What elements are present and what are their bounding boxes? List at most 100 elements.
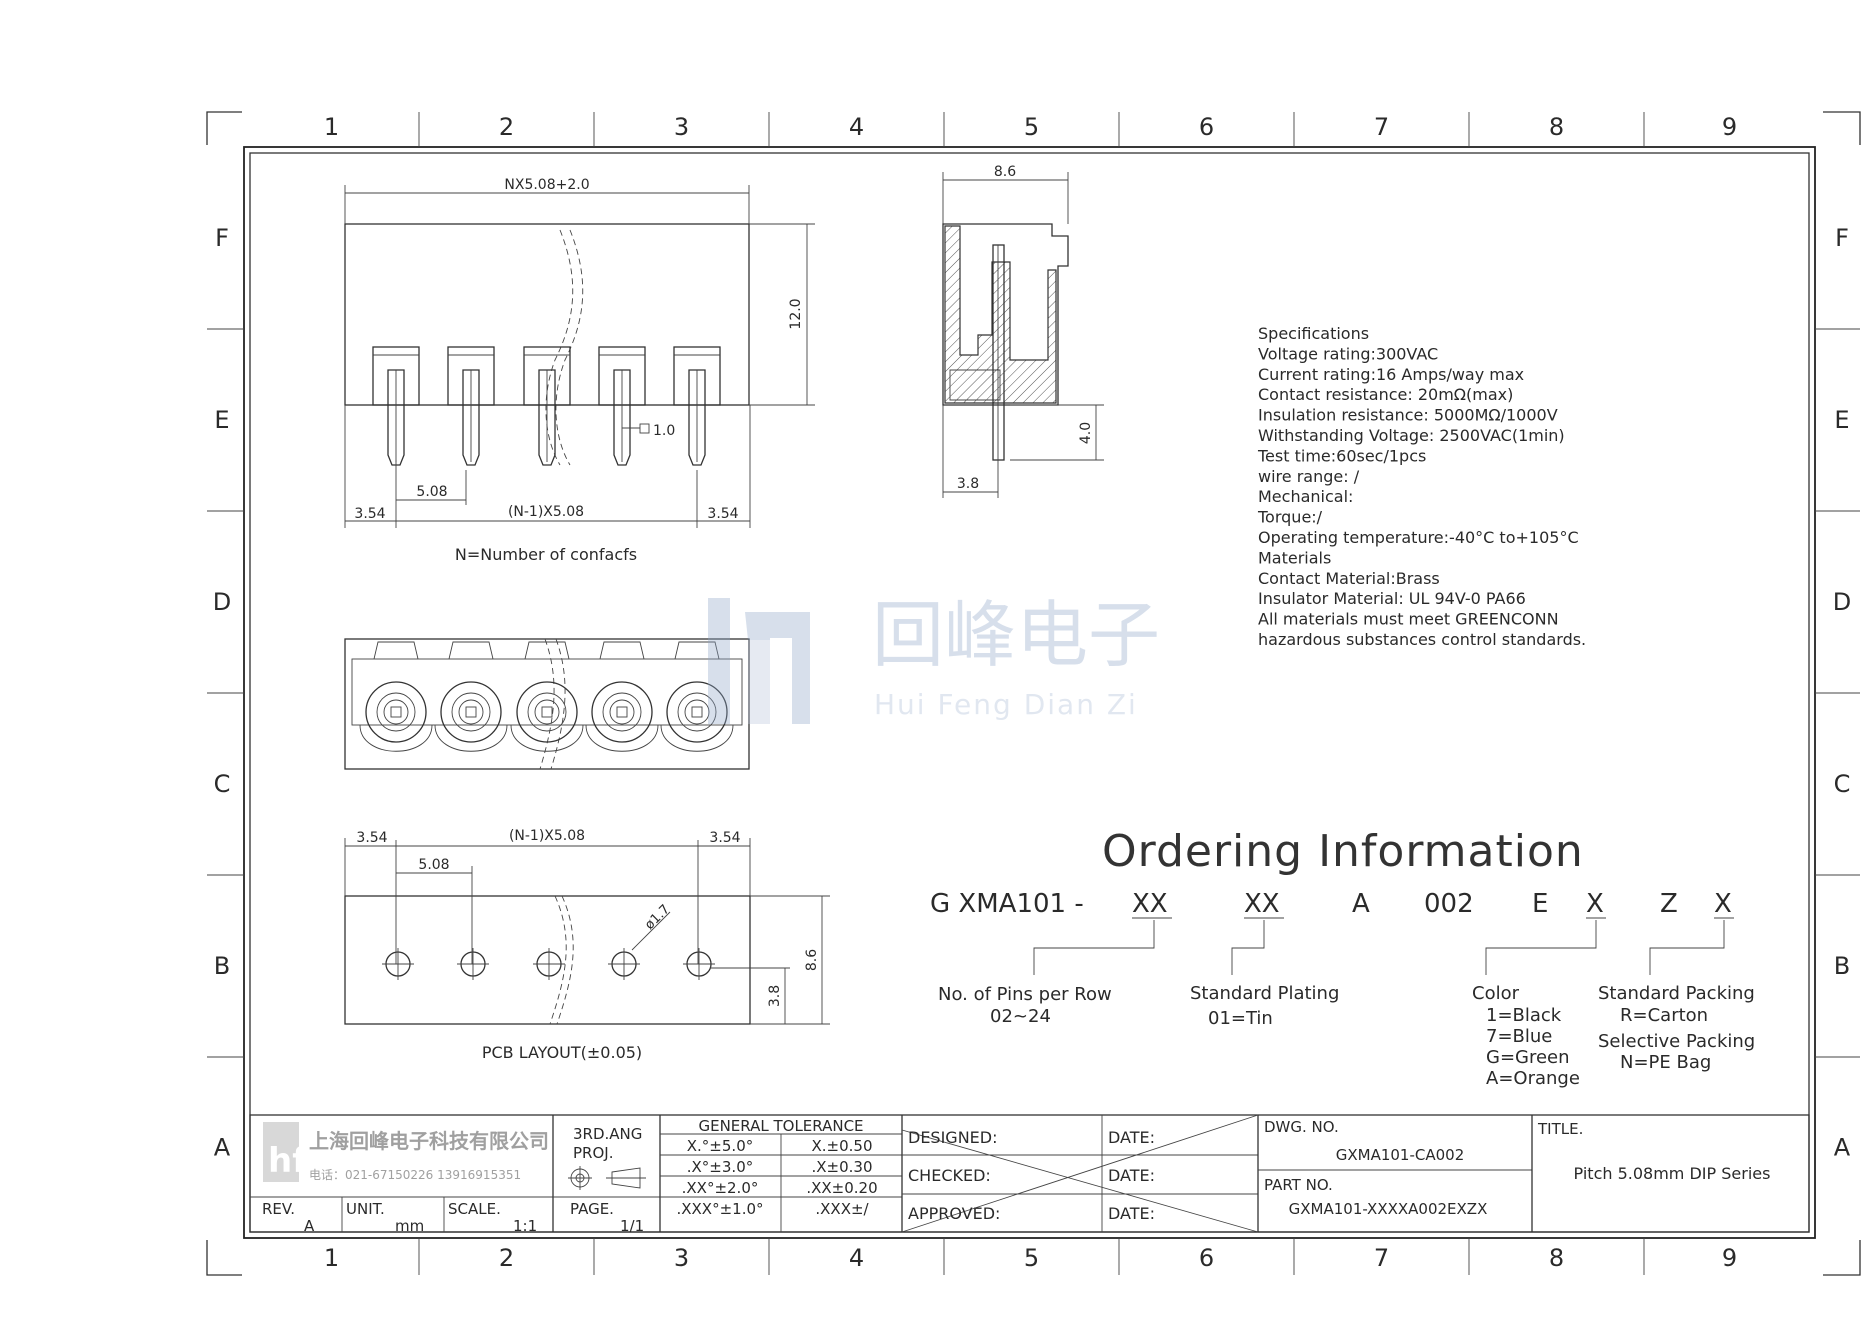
pcb-hole: [608, 948, 640, 980]
frame-col-label-top: 7: [1374, 113, 1389, 141]
svg-text:hf: hf: [268, 1141, 308, 1181]
spec-line: Insulator Material: UL 94V-0 PA66: [1258, 589, 1526, 608]
pcb-hole: [533, 948, 565, 980]
tolerance-linear: X.±0.50: [811, 1137, 872, 1155]
pcb-dim-hole: ø1.7: [642, 902, 673, 933]
tolerance-linear: .XXX±/: [815, 1200, 869, 1218]
tolerance-linear: .X±0.30: [811, 1158, 872, 1176]
pcb-dim-left: 3.54: [356, 830, 387, 846]
frame-col-label-bottom: 6: [1199, 1244, 1214, 1272]
selective-label: Selective Packing: [1598, 1031, 1755, 1052]
spec-line: All materials must meet GREENCONN: [1258, 610, 1559, 629]
terminal-screw-cell: [585, 641, 659, 752]
dwg-no-value: GXMA101-CA002: [1336, 1146, 1465, 1164]
front-dim-span: (N-1)X5.08: [508, 504, 584, 520]
spec-line: Contact Material:Brass: [1258, 569, 1440, 588]
projection-line2: PROJ.: [573, 1144, 613, 1162]
title-label: TITLE.: [1537, 1120, 1583, 1138]
frame-col-label-bottom: 7: [1374, 1244, 1389, 1272]
frame-col-label-top: 1: [324, 113, 339, 141]
spec-line: Materials: [1258, 548, 1331, 567]
front-note: N=Number of confacfs: [455, 545, 637, 564]
spec-line: Mechanical:: [1258, 487, 1353, 506]
front-pin: [673, 346, 721, 466]
company-logo-icon: hf: [263, 1122, 308, 1182]
frame-row-label-right: D: [1833, 588, 1851, 616]
top-view: [344, 638, 750, 770]
pcb-caption: PCB LAYOUT(±0.05): [482, 1043, 642, 1062]
front-dim-pitch: 5.08: [416, 484, 447, 500]
watermark-cn: 回峰电子: [872, 593, 1160, 677]
tolerance-angle: .X°±3.0°: [687, 1158, 753, 1176]
frame-row-label-right: B: [1834, 952, 1850, 980]
tolerance-linear: .XX±0.20: [806, 1179, 877, 1197]
rev-label: REV.: [262, 1200, 295, 1218]
code-prefix: G XMA101 -: [930, 889, 1084, 919]
terminal-screw-cell: [359, 641, 433, 752]
dwg-no-label: DWG. NO.: [1264, 1118, 1339, 1136]
front-dim-left: 3.54: [354, 506, 385, 522]
spec-line: Current rating:16 Amps/way max: [1258, 365, 1524, 384]
unit-label: UNIT.: [346, 1200, 385, 1218]
front-pin: [523, 346, 571, 466]
plating-value: 01=Tin: [1208, 1008, 1273, 1029]
pins-range: 02~24: [990, 1006, 1051, 1027]
frame-col-label-bottom: 8: [1549, 1244, 1564, 1272]
code-packing: X: [1714, 889, 1732, 919]
frame-row-label-right: A: [1834, 1134, 1851, 1162]
pcb-dim-height: 8.6: [804, 949, 820, 971]
tolerance-angle: X.°±5.0°: [687, 1137, 753, 1155]
front-dim-width: NX5.08+2.0: [504, 177, 589, 193]
frame-col-label-bottom: 1: [324, 1244, 339, 1272]
spec-line: Insulation resistance: 5000MΩ/1000V: [1258, 406, 1558, 425]
spec-line: Torque:/: [1257, 508, 1323, 527]
tolerance-angle: .XXX°±1.0°: [676, 1200, 763, 1218]
frame-row-label-left: F: [215, 224, 229, 252]
third-angle-projection-icon: [568, 1166, 646, 1190]
title-value: Pitch 5.08mm DIP Series: [1574, 1164, 1771, 1183]
pcb-dim-right: 3.54: [709, 830, 740, 846]
spec-line: hazardous substances control standards.: [1258, 630, 1586, 649]
tolerance-header: GENERAL TOLERANCE: [698, 1117, 863, 1135]
part-no-label: PART NO.: [1264, 1176, 1333, 1194]
color-option: 7=Blue: [1486, 1026, 1552, 1047]
front-pin: [372, 346, 420, 466]
code-pins: XX: [1132, 889, 1168, 919]
scale-label: SCALE.: [448, 1200, 501, 1218]
company-name: 上海回峰电子科技有限公司: [309, 1129, 549, 1153]
pcb-hole: [382, 948, 414, 980]
side-dim-pin-offset: 3.8: [957, 476, 979, 492]
frame-col-label-top: 4: [849, 113, 864, 141]
color-option: G=Green: [1486, 1047, 1570, 1068]
front-dim-pin: 1.0: [653, 423, 675, 439]
frame-row-label-left: E: [214, 406, 229, 434]
title-block: hf 上海回峰电子科技有限公司 电话：021-67150226 13916915…: [249, 1114, 1810, 1235]
frame-row-label-right: F: [1835, 224, 1849, 252]
terminal-screw-cell: [660, 641, 734, 752]
plating-label: Standard Plating: [1190, 983, 1339, 1004]
terminal-screw-cell: [510, 641, 584, 752]
spec-line: Operating temperature:-40°C to+105°C: [1258, 528, 1579, 547]
pcb-dim-span: (N-1)X5.08: [509, 828, 585, 844]
frame-row-label-left: A: [214, 1134, 231, 1162]
color-option: A=Orange: [1486, 1068, 1580, 1089]
unit-value: mm: [395, 1217, 424, 1235]
selective-value: N=PE Bag: [1620, 1052, 1711, 1073]
frame-row-label-left: C: [214, 770, 231, 798]
tolerance-angle: .XX°±2.0°: [682, 1179, 759, 1197]
spec-line: Test time:60sec/1pcs: [1257, 446, 1426, 465]
watermark-en: Hui Feng Dian Zi: [874, 688, 1138, 721]
side-dim-pin-length: 4.0: [1078, 422, 1094, 444]
packing-label: Standard Packing: [1598, 983, 1755, 1004]
code-e: E: [1532, 889, 1548, 919]
pins-label: No. of Pins per Row: [938, 984, 1112, 1005]
frame-col-label-bottom: 2: [499, 1244, 514, 1272]
front-pin: [598, 346, 646, 466]
projection-line1: 3RD.ANG: [573, 1125, 642, 1143]
front-dim-right: 3.54: [707, 506, 738, 522]
frame-col-label-bottom: 4: [849, 1244, 864, 1272]
frame-col-label-top: 9: [1722, 113, 1737, 141]
